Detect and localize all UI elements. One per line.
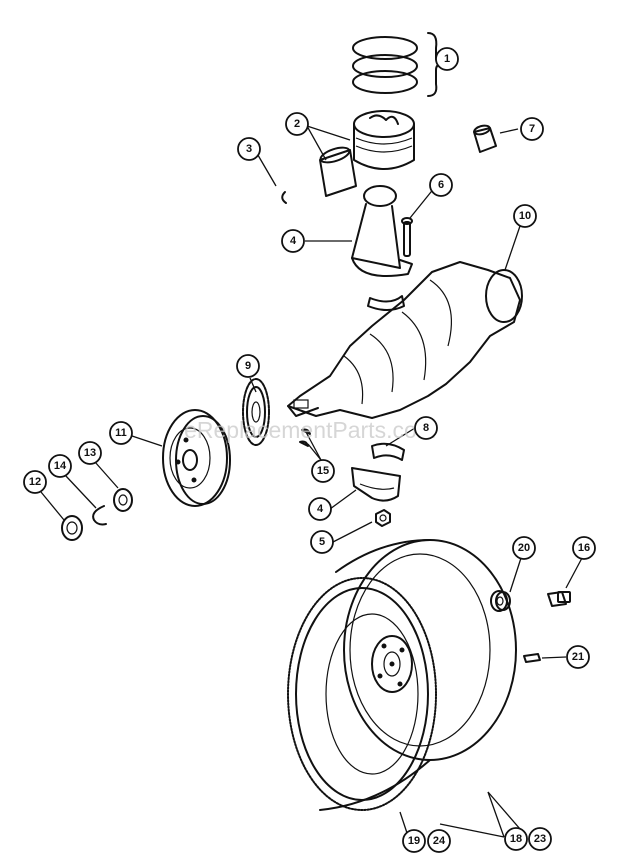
callout-11: 11 [109,421,133,445]
callout-20: 20 [512,536,536,560]
callout-label-23: 23 [534,833,546,845]
callout-label-18: 18 [510,833,522,845]
callout-label-6: 6 [438,179,444,191]
callout-label-2: 2 [294,118,300,130]
piston-rings [352,32,443,97]
callout-18: 18 [504,827,528,851]
callout-3: 3 [237,137,261,161]
pulley-washer [113,488,133,512]
callout-16: 16 [572,536,596,560]
callout-label-21: 21 [572,651,584,663]
snap-ring [281,191,287,204]
callout-label-8: 8 [423,422,429,434]
flywheel [319,539,517,811]
flywheel-bolt [547,591,571,607]
callout-1: 1 [435,47,459,71]
callout-5: 5 [310,530,334,554]
callout-12: 12 [23,470,47,494]
leader-lines [40,125,583,838]
callout-label-19: 19 [408,835,420,847]
callout-21: 21 [566,645,590,669]
piston-pin [319,146,357,197]
rod-bolt [401,217,413,257]
watermark-text: eReplacementParts.com [184,417,436,443]
rod-cap [351,467,401,502]
callout-4-rod: 4 [281,229,305,253]
callout-24: 24 [427,829,451,853]
callout-label-9: 9 [245,360,251,372]
woodruff-keys [299,428,311,447]
dowel-pin [523,653,541,663]
callout-6: 6 [429,173,453,197]
callout-label-5: 5 [319,536,325,548]
connecting-rod [351,185,413,311]
callout-23: 23 [528,827,552,851]
callout-label-1: 1 [444,53,450,65]
ring-gear [287,577,437,811]
callout-label-3: 3 [246,143,252,155]
crank-pulley [162,409,231,507]
callout-14: 14 [48,454,72,478]
callout-label-24: 24 [433,835,446,847]
callout-label-15: 15 [317,465,329,477]
callout-label-20: 20 [518,542,530,554]
callout-label-16: 16 [578,542,590,554]
pilot-bearing [490,590,511,612]
crank-gear [242,378,270,446]
callout-label-12: 12 [29,476,41,488]
callout-13: 13 [78,441,102,465]
callout-10: 10 [513,204,537,228]
callout-9: 9 [236,354,260,378]
bearing-shell-upper [371,442,405,461]
callout-label-11: 11 [115,427,127,439]
piston [353,110,415,170]
crankshaft [287,261,523,419]
callout-label-13: 13 [84,447,96,459]
callout-19: 19 [402,829,426,853]
callout-label-10: 10 [519,210,531,222]
callout-label-7: 7 [529,123,535,135]
callout-label-14: 14 [54,460,67,472]
callout-label-4-cap: 4 [317,503,324,515]
lock-washer [92,505,107,526]
callout-7: 7 [520,117,544,141]
callout-2: 2 [285,112,309,136]
pin-bushing [473,124,497,153]
pulley-nut [61,515,83,541]
callout-label-4-rod: 4 [290,235,297,247]
callout-15: 15 [311,459,335,483]
rod-nut [375,509,391,527]
callout-8: 8 [414,416,438,440]
callout-4-cap: 4 [308,497,332,521]
